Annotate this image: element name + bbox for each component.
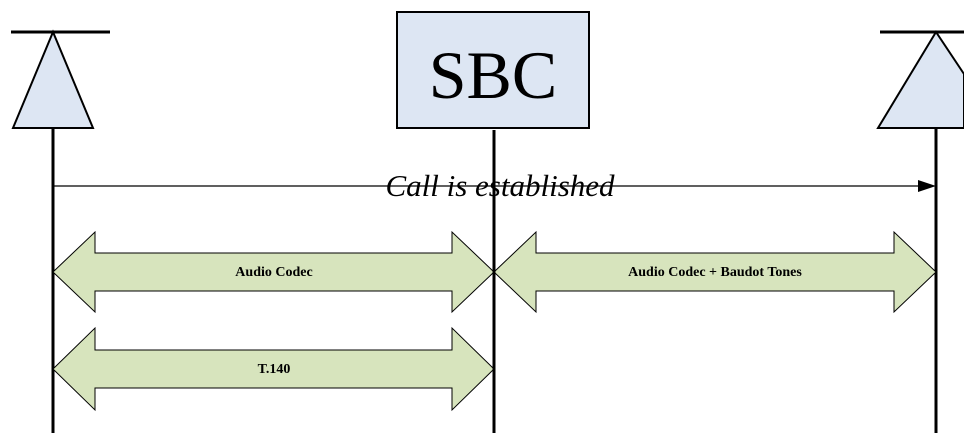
sbc-box — [396, 11, 590, 129]
call-established-message: Call is established — [53, 168, 936, 203]
audio-codec-baudot-arrow: Audio Codec + Baudot Tones — [493, 230, 937, 314]
message-arrowhead — [918, 180, 936, 192]
sbc-entity: SBC — [396, 11, 590, 129]
t140-arrow: T.140 — [52, 326, 495, 412]
sbc-label: SBC — [429, 37, 558, 113]
t140-label: T.140 — [258, 362, 291, 377]
left-endpoint-icon — [11, 29, 110, 129]
audio-codec-baudot-label: Audio Codec + Baudot Tones — [628, 265, 802, 280]
call-established-label: Call is established — [385, 168, 615, 203]
audio-codec-label: Audio Codec — [235, 265, 312, 280]
right-endpoint-icon — [876, 30, 964, 129]
audio-codec-arrow: Audio Codec — [52, 230, 495, 314]
